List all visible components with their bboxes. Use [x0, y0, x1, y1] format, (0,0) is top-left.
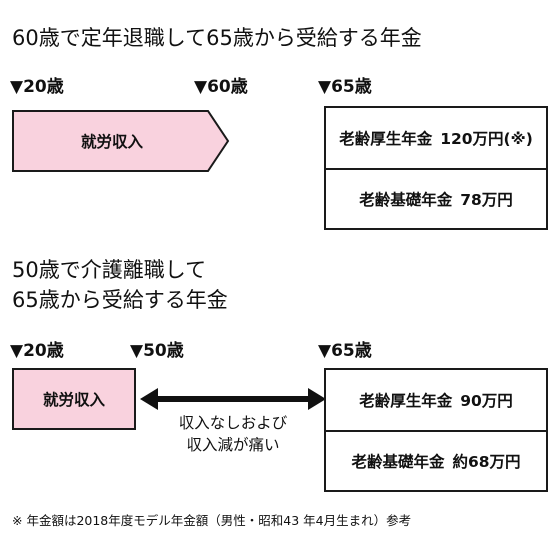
section2-pension-kosei-name: 老齢厚生年金 — [359, 392, 453, 410]
section2-gap-text-line1: 収入なしおよび — [178, 414, 288, 432]
section2-title-line2: 65歳から受給する年金 — [12, 288, 228, 312]
section2-pension-kiso-name: 老齢基礎年金 — [351, 453, 445, 471]
section2-title-line1: 50歳で介護離職して — [12, 258, 207, 282]
section2-pension-kosei-amount: 90万円 — [460, 392, 513, 410]
section1-income-label: 就労収入 — [80, 133, 143, 151]
section2-pension-kiso: 老齢基礎年金 約68万円 — [324, 430, 548, 492]
section2-gap-arrow-right-head — [308, 388, 326, 410]
section1-pension-kosei-name: 老齢厚生年金 — [339, 130, 433, 148]
section2-gap-text-line2: 収入減が痛い — [186, 436, 280, 454]
section2-pension-kosei: 老齢厚生年金 90万円 — [324, 368, 548, 432]
section2-pension-kiso-amount: 約68万円 — [452, 453, 521, 471]
section1-pension-kosei-amount: 120万円(※) — [440, 130, 533, 148]
section1-marker-20: ▼20歳 — [10, 77, 64, 97]
section1-income-arrow-shape — [12, 110, 230, 172]
section1-pension-kosei: 老齢厚生年金 120万円(※) — [324, 106, 548, 170]
section1-marker-65: ▼65歳 — [318, 77, 372, 97]
section2-gap-arrow-shaft — [156, 396, 310, 402]
section1-income-arrow — [12, 110, 230, 172]
section2-gap-arrow-left-head — [140, 388, 158, 410]
section1-pension-kiso: 老齢基礎年金 78万円 — [324, 168, 548, 230]
footnote: ※ 年金額は2018年度モデル年金額（男性・昭和43 年4月生まれ）参考 — [12, 513, 412, 528]
section1-pension-kiso-name: 老齢基礎年金 — [359, 191, 453, 209]
section2-income-label: 就労収入 — [42, 391, 105, 409]
section2-marker-20: ▼20歳 — [10, 341, 64, 361]
section2-marker-65: ▼65歳 — [318, 341, 372, 361]
section2-gap-arrow — [140, 388, 326, 410]
section1-marker-60: ▼60歳 — [194, 77, 248, 97]
section2-income-box: 就労収入 — [12, 368, 136, 430]
section2-marker-50: ▼50歳 — [130, 341, 184, 361]
section1-title: 60歳で定年退職して65歳から受給する年金 — [12, 26, 422, 50]
section1-pension-kiso-amount: 78万円 — [460, 191, 513, 209]
